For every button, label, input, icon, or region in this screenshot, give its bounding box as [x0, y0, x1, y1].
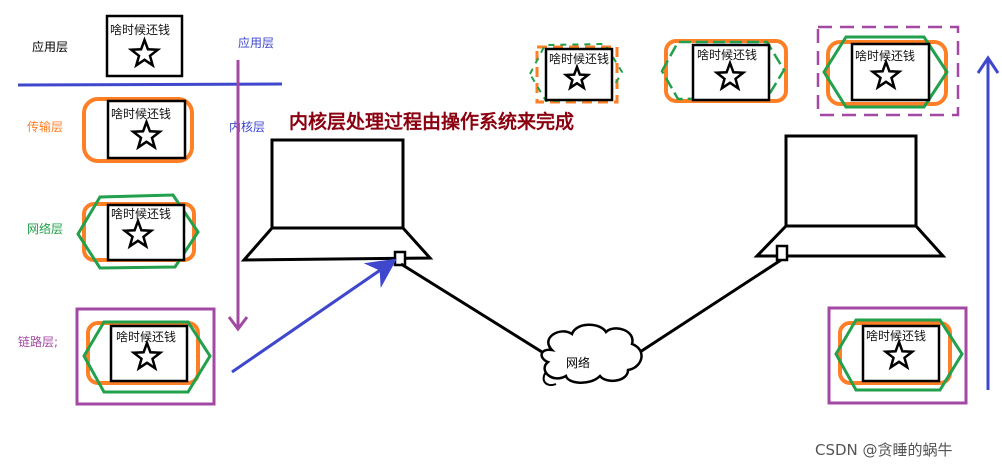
kernel-app-label: 应用层 [238, 35, 274, 50]
packet-label: 啥时候还钱 [111, 206, 171, 221]
right-laptop [753, 134, 947, 262]
transport-layer-label: 传输层 [27, 119, 63, 134]
packet-label: 啥时候还钱 [697, 47, 757, 62]
star-icon [562, 63, 592, 91]
packet-link: 啥时候还钱 [75, 307, 216, 406]
send-arrow [231, 258, 397, 374]
app-layer-label: 应用层 [32, 39, 68, 54]
packet-received-2: 啥时候还钱 [660, 39, 788, 103]
star-icon [121, 217, 155, 250]
wire-left [400, 262, 543, 354]
cloud-label: 网络 [566, 355, 590, 370]
network-layer-label: 网络层 [27, 221, 63, 236]
packet-received-3: 啥时候还钱 [816, 25, 960, 117]
packet-label: 啥时候还钱 [116, 329, 176, 344]
network-cloud: 网络 [540, 323, 643, 386]
packet-network: 啥时候还钱 [76, 193, 200, 270]
star-icon [713, 59, 747, 92]
packet-label: 啥时候还钱 [855, 48, 915, 63]
packet-label: 啥时候还钱 [549, 51, 609, 66]
down-arrow [227, 60, 249, 332]
up-arrow [976, 55, 1000, 390]
packet-label: 啥时候还钱 [110, 22, 170, 37]
star-icon [127, 36, 162, 69]
star-icon [130, 339, 164, 372]
network-port [775, 244, 789, 262]
star-icon [869, 58, 903, 91]
kernel-boundary-line [17, 82, 283, 87]
watermark: CSDN @贪睡的蜗牛 [815, 441, 953, 459]
network-port [393, 250, 407, 267]
left-laptop [240, 138, 434, 267]
star-icon [129, 118, 164, 151]
packet-transport: 啥时候还钱 [82, 97, 194, 163]
wire-right [639, 258, 782, 354]
diagram-title: 内核层处理过程由操作系统来完成 [289, 110, 574, 133]
link-layer-label: 链路层; [18, 334, 58, 349]
packet-received-1: 啥时候还钱 [528, 42, 624, 104]
packet-application: 啥时候还钱 [105, 14, 184, 78]
packet-label: 啥时候还钱 [866, 328, 926, 343]
packet-label: 啥时候还钱 [111, 106, 171, 121]
packet-arrived: 啥时候还钱 [827, 306, 968, 405]
star-icon [882, 338, 916, 371]
kernel-layer-label: 内核层 [229, 120, 265, 134]
